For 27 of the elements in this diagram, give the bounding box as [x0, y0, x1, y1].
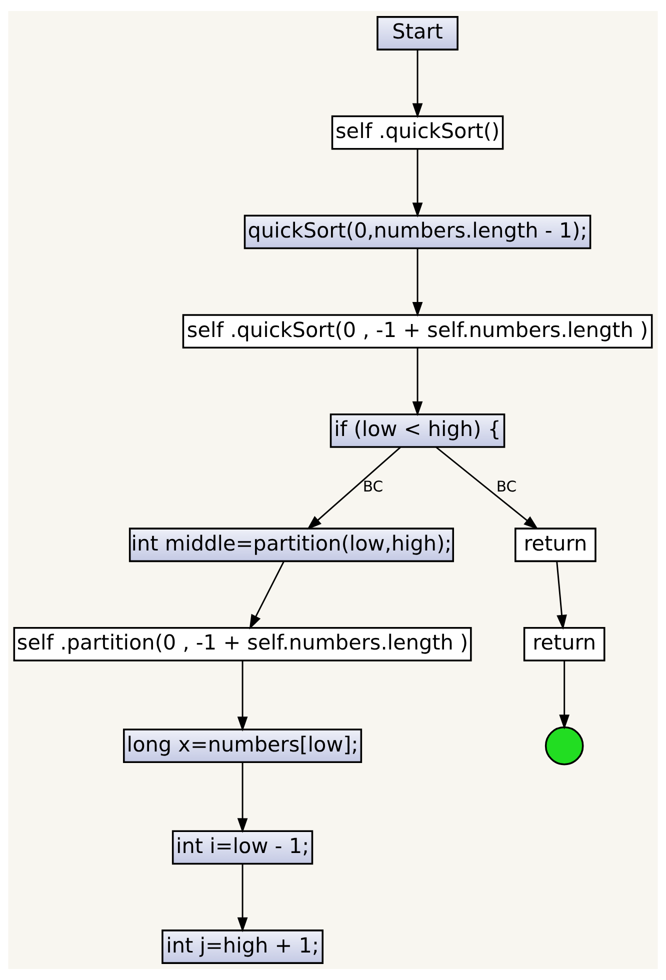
- node-box: int i=low - 1;: [172, 830, 314, 865]
- node-box: self .quickSort(0 , -1 + self.numbers.length ): [182, 314, 653, 349]
- node-box: if (low < high) {: [330, 413, 506, 448]
- node-box: int middle=partition(low,high);: [128, 528, 454, 562]
- node-box: long x=numbers[low];: [123, 728, 362, 764]
- arrow: [237, 864, 248, 932]
- arrow: [306, 446, 402, 530]
- node-box: int j=high + 1;: [162, 930, 324, 964]
- node-box: return: [514, 528, 596, 562]
- edge-label: BC: [496, 478, 517, 496]
- arrow: [412, 149, 423, 218]
- arrow: [412, 248, 423, 317]
- node-circle: [544, 726, 584, 766]
- arrow: [412, 348, 423, 416]
- node-box: Start: [376, 16, 458, 50]
- node-box: self .partition(0 , -1 + self.numbers.length ): [13, 627, 472, 662]
- arrow: [436, 446, 538, 530]
- arrow: [412, 50, 423, 118]
- arrow: [249, 561, 284, 630]
- arrow: [556, 561, 567, 630]
- arrow: [559, 660, 570, 730]
- edge-label: BC: [362, 478, 384, 496]
- node-box: quickSort(0,numbers.length - 1);: [244, 214, 592, 250]
- arrow: [237, 660, 248, 732]
- node-box: return: [523, 627, 606, 662]
- node-box: self .quickSort(): [331, 115, 504, 150]
- arrow: [237, 762, 248, 834]
